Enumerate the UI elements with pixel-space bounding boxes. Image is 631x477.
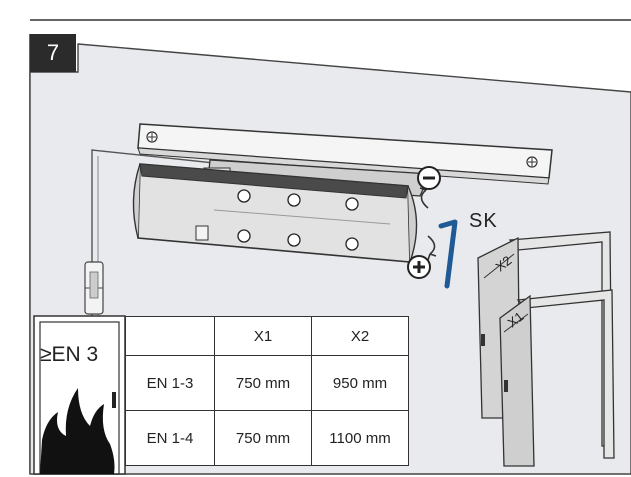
table-cell-x2: 1100 mm — [311, 410, 409, 466]
hex-key-icon — [438, 219, 458, 289]
table-header-blank — [125, 316, 215, 356]
table-header-x2: X2 — [311, 316, 409, 356]
table-cell-x1: 750 mm — [214, 355, 312, 411]
door-closer-body — [132, 159, 431, 263]
width-spec-table: X1 X2 EN 1-3 750 mm 950 mm EN 1-4 750 mm… — [125, 316, 409, 466]
table-cell-class: EN 1-3 — [125, 355, 215, 411]
double-door-illustration — [477, 231, 615, 467]
table-cell-class: EN 1-4 — [125, 410, 215, 466]
fire-class-label: ≥EN 3 — [40, 343, 99, 366]
table-row: EN 1-3 750 mm 950 mm — [125, 355, 409, 411]
table-row: EN 1-4 750 mm 1100 mm — [125, 410, 409, 466]
table-header-x1: X1 — [214, 316, 312, 356]
plus-icon — [407, 255, 431, 279]
minus-icon — [417, 166, 441, 190]
hinge — [84, 261, 104, 315]
table-cell-x1: 750 mm — [214, 410, 312, 466]
fire-door-icon — [33, 315, 126, 475]
guide-rail — [137, 123, 553, 185]
table-cell-x2: 950 mm — [311, 355, 409, 411]
step-number-badge: 7 — [30, 34, 76, 72]
table-header-row: X1 X2 — [125, 316, 409, 356]
sk-label: SK — [469, 210, 498, 232]
flame-icon — [40, 388, 115, 474]
